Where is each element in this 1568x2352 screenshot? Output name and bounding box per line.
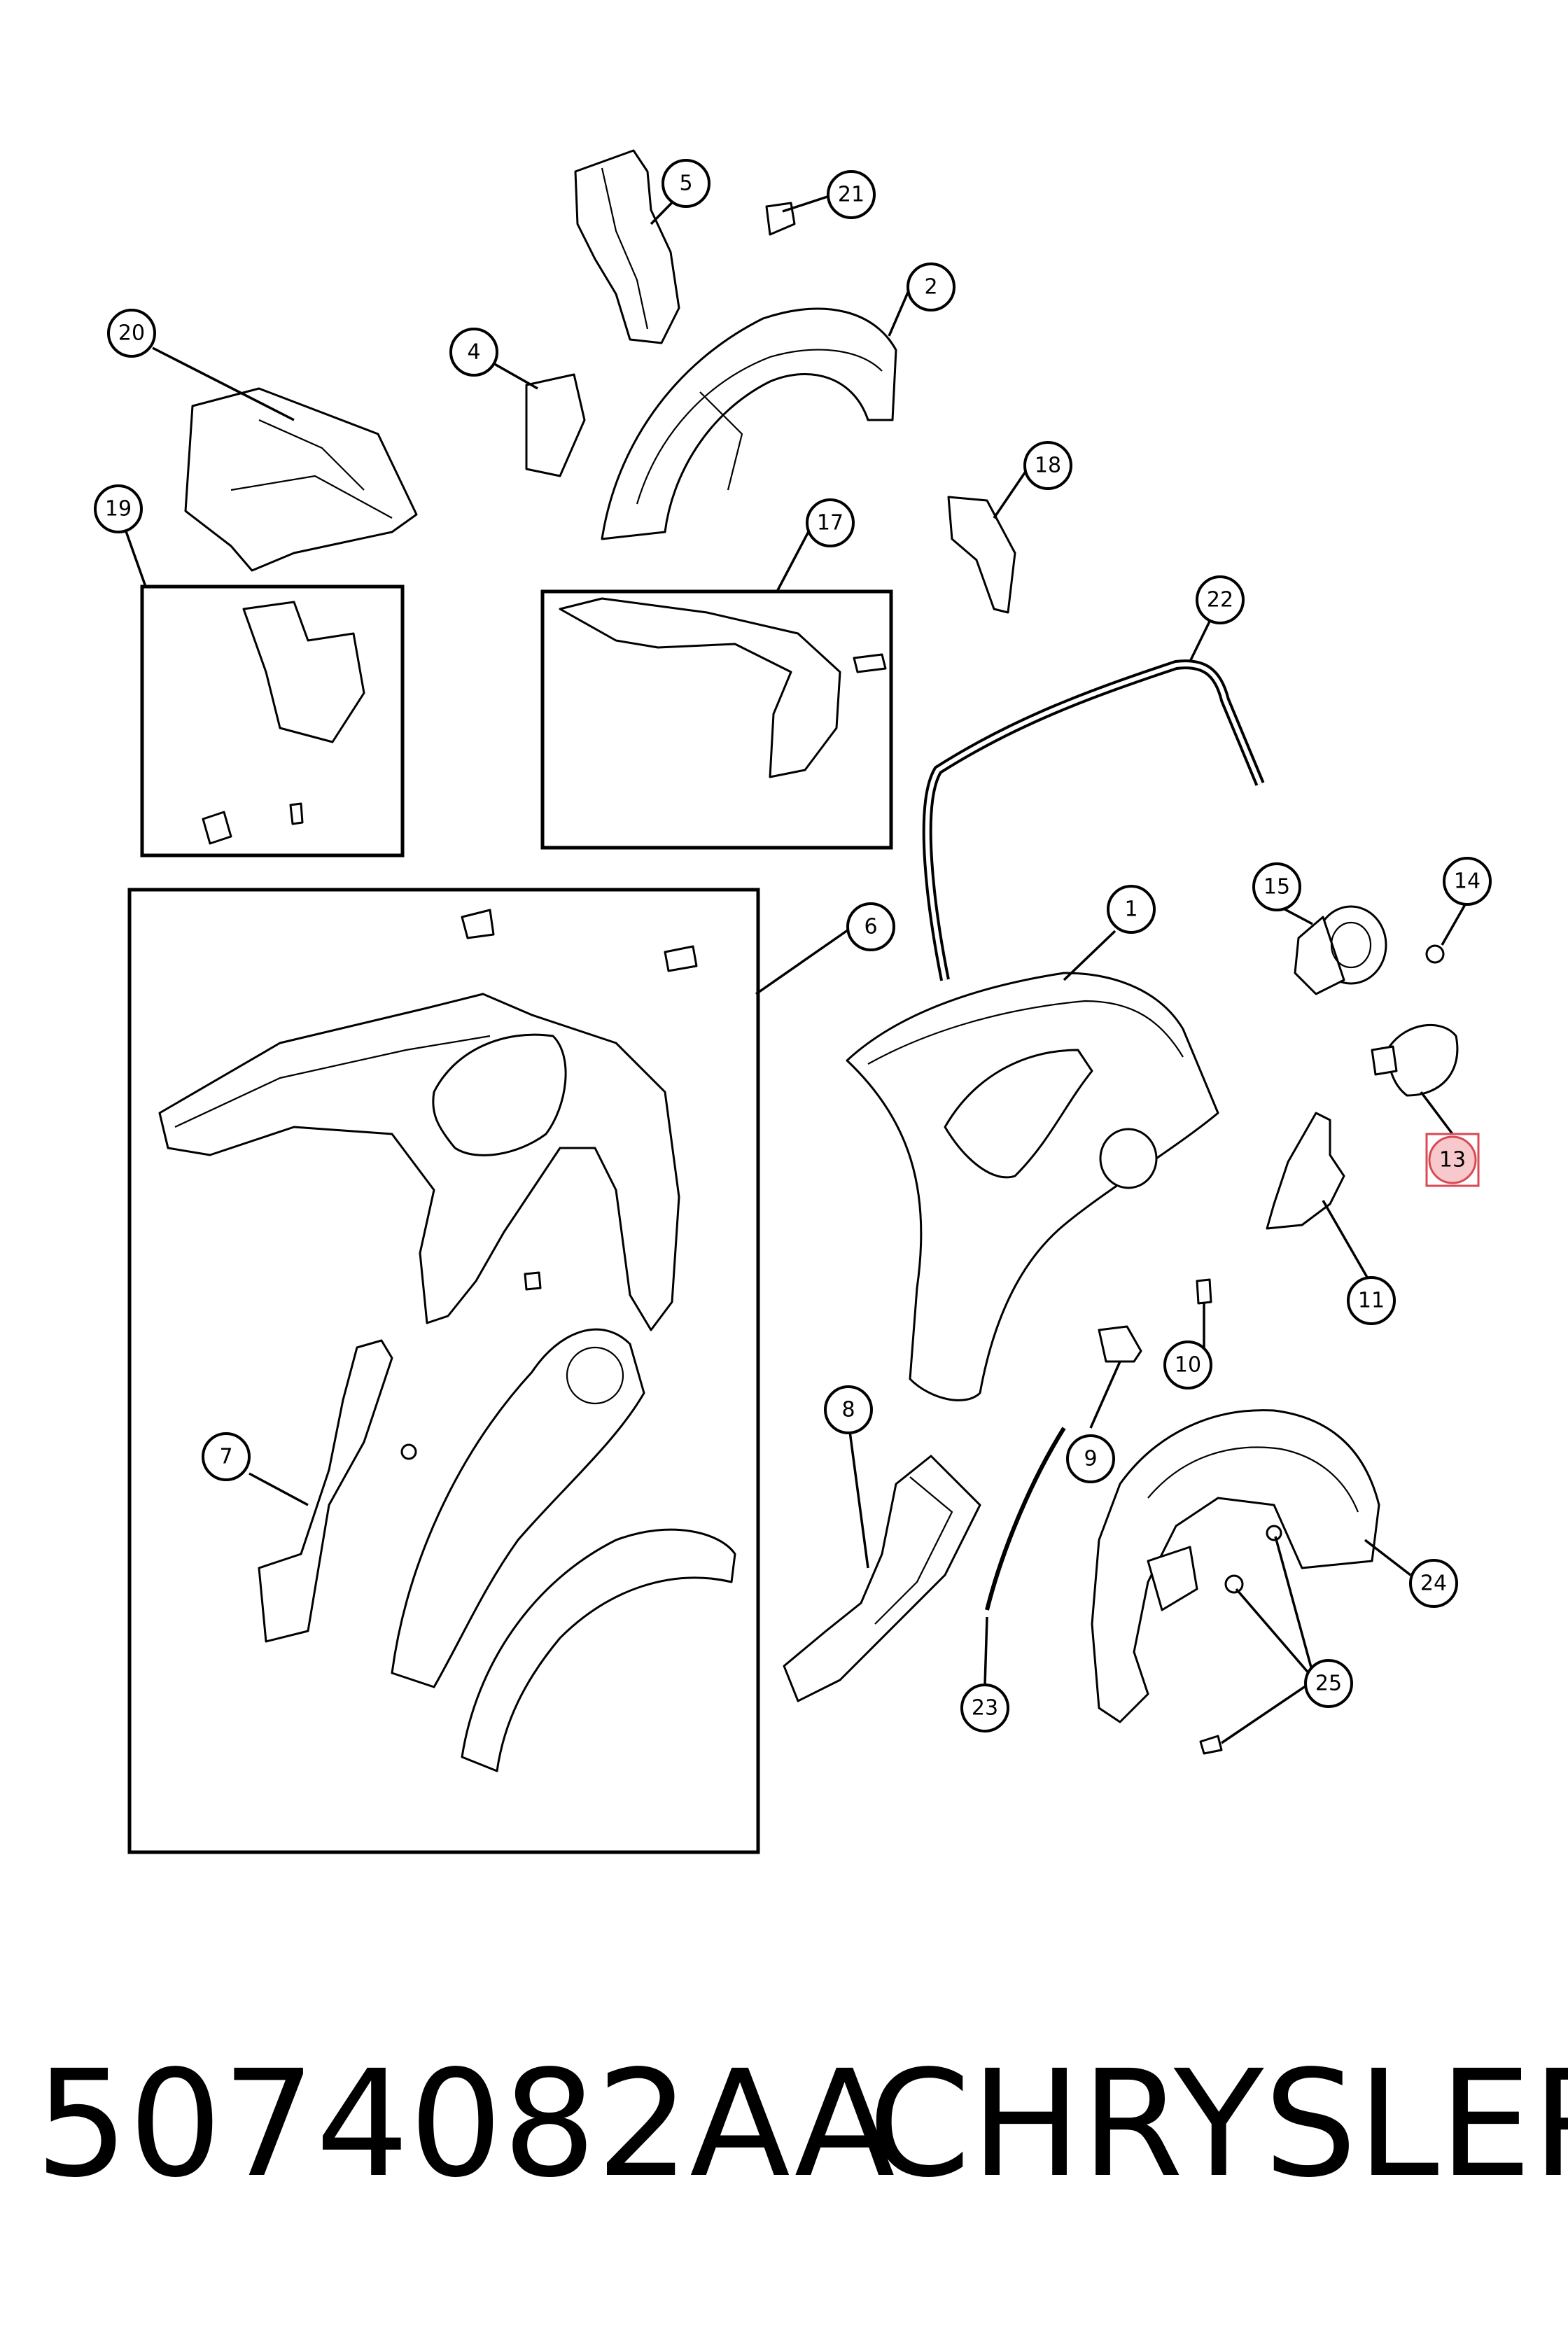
svg-text:13: 13 bbox=[1439, 1148, 1466, 1172]
part-4-pillar bbox=[525, 373, 586, 477]
part-25-fasteners bbox=[1199, 1525, 1282, 1755]
svg-text:10: 10 bbox=[1175, 1353, 1201, 1378]
svg-text:15: 15 bbox=[1264, 875, 1290, 899]
part-6-wheelhouse bbox=[391, 1328, 736, 1772]
brand-name: CHRYSLER bbox=[868, 2038, 1568, 2210]
callout-9: 9 bbox=[1066, 1434, 1115, 1483]
callout-5: 5 bbox=[662, 159, 710, 208]
part-17-pieces bbox=[559, 597, 887, 778]
svg-text:19: 19 bbox=[105, 497, 132, 522]
svg-text:8: 8 bbox=[841, 1398, 855, 1422]
part-6-inner-panel bbox=[158, 909, 698, 1331]
svg-text:21: 21 bbox=[838, 183, 864, 207]
callout-10: 10 bbox=[1163, 1340, 1212, 1390]
callout-2: 2 bbox=[906, 262, 955, 312]
callout-20: 20 bbox=[107, 309, 156, 358]
part-24-liner bbox=[1091, 1409, 1380, 1723]
part-8-rocker bbox=[783, 1455, 981, 1702]
part-2-wheelhouse bbox=[601, 307, 897, 540]
part-10-clip bbox=[1196, 1278, 1212, 1305]
part-7-pillar bbox=[258, 1339, 417, 1643]
callout-21: 21 bbox=[827, 170, 876, 219]
part-15-fuel-housing bbox=[1294, 905, 1387, 995]
svg-text:23: 23 bbox=[972, 1696, 998, 1721]
callout-6: 6 bbox=[846, 902, 895, 951]
part-14-grommet bbox=[1425, 944, 1445, 964]
part-13-fuel-door bbox=[1371, 1023, 1459, 1097]
svg-text:22: 22 bbox=[1207, 588, 1233, 612]
part-23-seal bbox=[985, 1427, 1066, 1611]
group-box-19 bbox=[140, 584, 405, 858]
callout-22: 22 bbox=[1196, 575, 1245, 624]
part-18-bracket bbox=[947, 496, 1016, 614]
callout-19: 19 bbox=[94, 484, 143, 533]
callout-18: 18 bbox=[1023, 441, 1072, 490]
part-1-quarter-panel bbox=[846, 972, 1219, 1401]
part-19-pieces bbox=[202, 601, 365, 845]
part-22-weatherstrip bbox=[922, 659, 1265, 981]
svg-text:5: 5 bbox=[679, 172, 692, 196]
callout-15: 15 bbox=[1252, 862, 1301, 911]
svg-text:6: 6 bbox=[864, 915, 877, 939]
callout-24: 24 bbox=[1409, 1559, 1458, 1608]
svg-text:7: 7 bbox=[219, 1445, 232, 1469]
svg-text:17: 17 bbox=[817, 511, 844, 536]
callout-25: 25 bbox=[1304, 1659, 1353, 1708]
svg-text:25: 25 bbox=[1315, 1672, 1342, 1696]
callout-13: 13 bbox=[1425, 1133, 1480, 1187]
callout-17: 17 bbox=[806, 498, 855, 547]
part-11-bracket bbox=[1266, 1112, 1345, 1230]
svg-text:4: 4 bbox=[467, 340, 480, 365]
callout-11: 11 bbox=[1347, 1276, 1396, 1325]
svg-text:20: 20 bbox=[118, 321, 145, 346]
callout-7: 7 bbox=[202, 1432, 251, 1481]
svg-text:18: 18 bbox=[1035, 454, 1061, 478]
callout-1: 1 bbox=[1107, 885, 1156, 934]
part-20-panel bbox=[184, 387, 418, 572]
svg-text:9: 9 bbox=[1084, 1447, 1097, 1471]
part-number: 5074082AA bbox=[35, 2038, 895, 2210]
callout-14: 14 bbox=[1443, 857, 1492, 906]
svg-text:11: 11 bbox=[1358, 1289, 1385, 1313]
svg-text:24: 24 bbox=[1420, 1572, 1447, 1596]
group-box-6 bbox=[127, 888, 760, 1854]
svg-text:2: 2 bbox=[924, 275, 937, 300]
svg-text:14: 14 bbox=[1454, 869, 1480, 894]
part-5-bracket bbox=[574, 149, 680, 344]
part-9-bracket bbox=[1098, 1325, 1142, 1363]
svg-text:1: 1 bbox=[1124, 897, 1138, 922]
callout-23: 23 bbox=[960, 1684, 1009, 1732]
callout-8: 8 bbox=[824, 1385, 873, 1434]
callout-4: 4 bbox=[449, 328, 498, 377]
group-box-17 bbox=[540, 589, 893, 850]
